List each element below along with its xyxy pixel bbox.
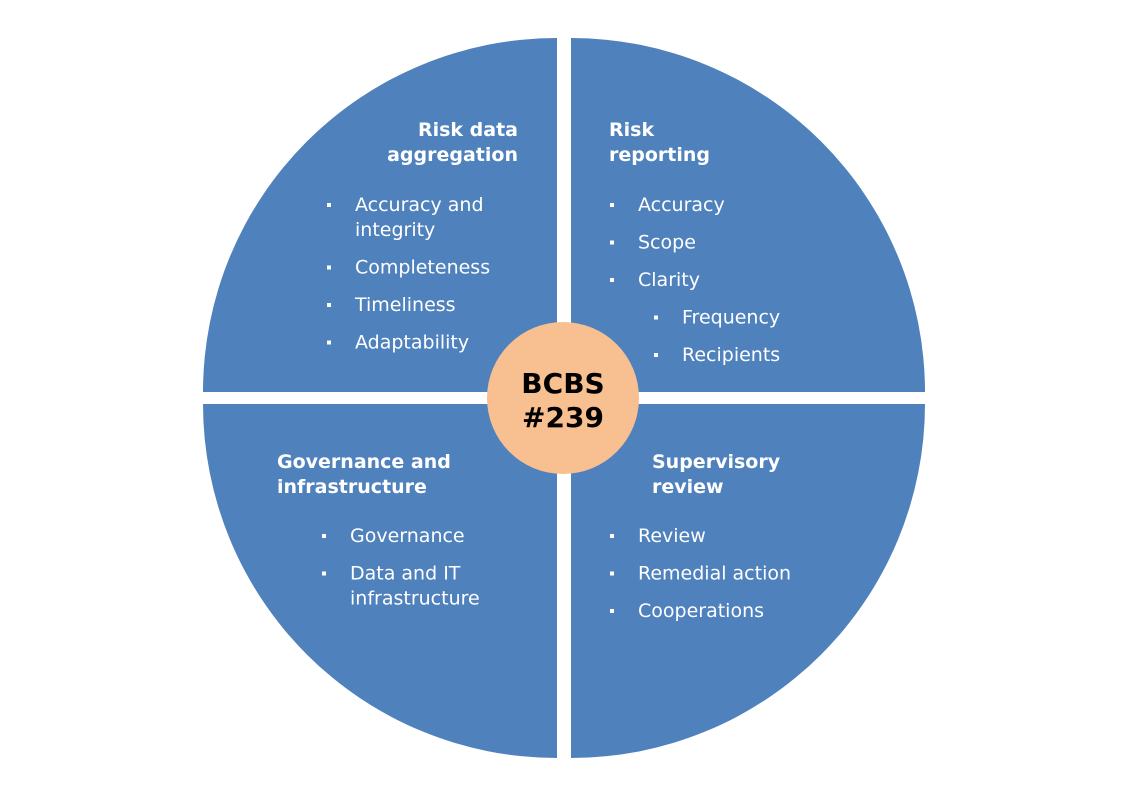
bullet-icon — [327, 203, 331, 207]
bullet-icon — [327, 265, 331, 270]
quadrant-title-line: review — [652, 476, 724, 498]
list-item: Data and IT — [350, 563, 461, 585]
bullet-icon — [322, 571, 326, 576]
bullet-icon — [610, 240, 614, 245]
center-label-line-1: BCBS — [521, 367, 604, 400]
center-label-line-2: #239 — [522, 401, 604, 434]
list-item: Timeliness — [354, 294, 456, 316]
quadrant-title-line: Governance and — [277, 451, 451, 473]
bullet-icon — [610, 534, 614, 538]
quadrant-title-line: reporting — [609, 144, 710, 166]
center-circle — [487, 322, 639, 474]
list-item: Governance — [350, 525, 465, 547]
list-item: integrity — [355, 219, 435, 241]
list-item: Review — [638, 525, 706, 547]
list-item: Adaptability — [355, 332, 469, 354]
bullet-icon — [654, 353, 658, 357]
bullet-icon — [610, 278, 614, 282]
quadrant-bottom-left-text: Governance andinfrastructureGovernanceDa… — [277, 451, 480, 610]
quadrant-governance-and-infrastructure — [203, 404, 557, 758]
quadrant-title-line: Risk — [609, 119, 654, 141]
list-item: Completeness — [355, 257, 490, 279]
quadrant-title-line: Supervisory — [652, 451, 781, 473]
list-item: infrastructure — [350, 588, 480, 610]
quadrant-title-line: infrastructure — [277, 476, 427, 498]
list-item: Scope — [638, 232, 696, 254]
bullet-icon — [654, 315, 658, 320]
list-item: Remedial action — [638, 563, 791, 585]
list-item: Recipients — [682, 344, 780, 366]
bullet-icon — [322, 534, 326, 538]
list-item: Frequency — [682, 307, 780, 329]
quadrant-risk-reporting — [571, 38, 925, 392]
quadrant-title-line: Risk data — [418, 119, 518, 141]
quadrant-top-right-text: Risk reportingAccuracyScopeClarityFrequen… — [609, 119, 780, 366]
bullet-icon — [327, 303, 331, 307]
list-item: Cooperations — [638, 600, 764, 622]
bullet-icon — [610, 203, 614, 207]
quadrant-title-line: aggregation — [387, 144, 518, 166]
quadrant-supervisory-review — [571, 404, 925, 758]
bullet-icon — [610, 609, 614, 613]
bullet-icon — [327, 340, 331, 345]
list-item: Clarity — [638, 269, 700, 291]
list-item: Accuracy and — [355, 194, 484, 216]
bullet-icon — [610, 571, 614, 576]
list-item: Accuracy — [638, 194, 725, 216]
quadrant-risk-data-aggregation — [203, 38, 557, 392]
